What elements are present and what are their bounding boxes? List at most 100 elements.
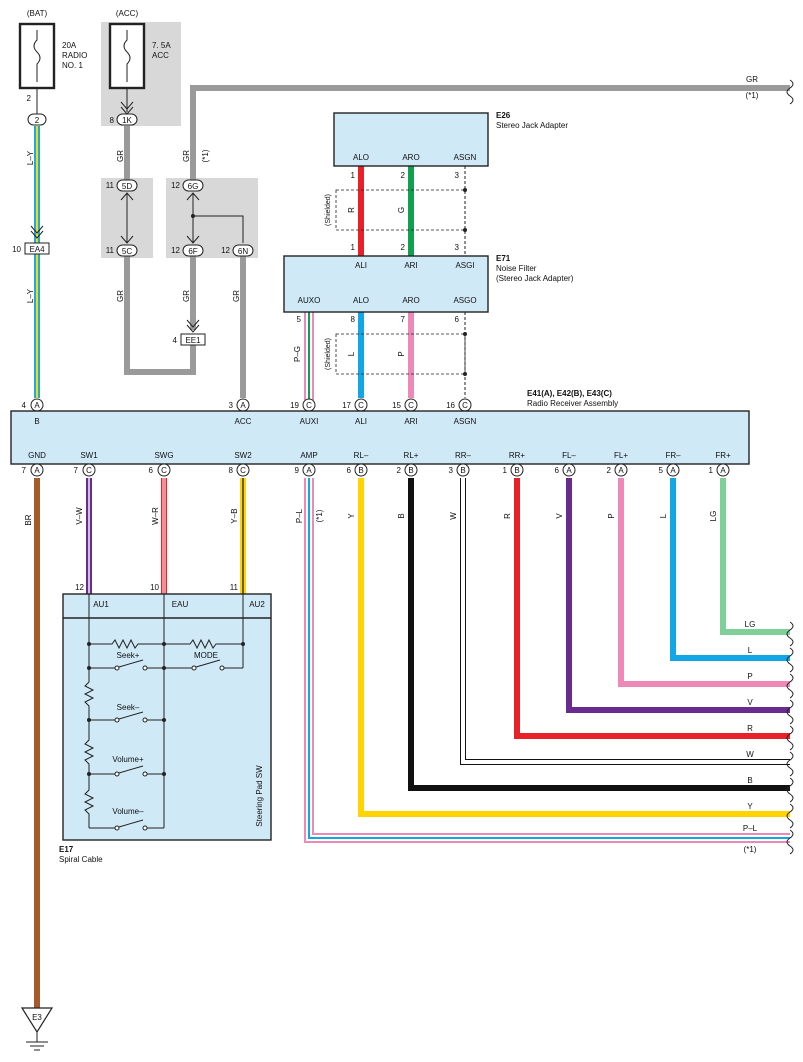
ground-triangle <box>20 1007 54 1034</box>
wire-label: P–L <box>295 508 304 523</box>
wire-label: LG <box>709 511 718 522</box>
acc-label: (ACC) <box>116 9 139 18</box>
wire-label: Y <box>347 513 356 519</box>
pin-name: AU1 <box>93 600 109 609</box>
svg-text:A: A <box>240 401 246 410</box>
wire-label: W–R <box>151 507 160 525</box>
pin-number: 3 <box>229 401 234 410</box>
arrow-down-icon <box>30 225 44 239</box>
wire-break-marks <box>786 79 794 855</box>
pin-number: 6 <box>555 466 560 475</box>
wire-label: L <box>347 351 356 356</box>
steering-pad-switch-circuit <box>83 594 244 831</box>
pin-number: 8 <box>229 466 234 475</box>
pin-number: 11 <box>230 583 239 592</box>
component-subname: (Stereo Jack Adapter) <box>496 274 574 283</box>
pin-name: ARO <box>402 153 419 162</box>
connector-ea4 <box>24 242 50 255</box>
pin-name: ALI <box>355 417 367 426</box>
fuse-acc-name: ACC <box>152 51 169 60</box>
pin-number: 10 <box>150 583 159 592</box>
wire-label: Y–B <box>230 508 239 523</box>
wire-pl <box>304 478 790 843</box>
pin-name: ARI <box>404 417 417 426</box>
pin-name: AU2 <box>249 600 265 609</box>
pin-number: 12 <box>221 246 230 255</box>
wire-w <box>460 478 790 765</box>
pin-name: RL– <box>354 451 369 460</box>
pin-name: FL– <box>562 451 576 460</box>
wire-label: V <box>747 698 753 707</box>
svg-text:C: C <box>462 401 468 410</box>
wire-label: GR <box>182 150 191 162</box>
pin-name: ASGN <box>454 417 477 426</box>
component-code: E41(A), E42(B), E43(C) <box>527 389 612 398</box>
component-code: E17 <box>59 845 74 854</box>
svg-text:B: B <box>408 466 413 475</box>
switch-volume-minus-label: Volume– <box>112 807 144 816</box>
pin-number: 4 <box>22 401 27 410</box>
wire-gr <box>124 85 790 398</box>
wire-label: GR <box>116 150 125 162</box>
component-code: E71 <box>496 254 511 263</box>
connector-6f <box>182 244 204 257</box>
wire-label: V <box>555 513 564 519</box>
connector-2 <box>27 113 47 126</box>
wire-label: L–Y <box>26 150 35 165</box>
pin-name: RR– <box>455 451 472 460</box>
shield-box <box>335 333 466 375</box>
pin-number: 4 <box>173 336 178 345</box>
connector-label: 6N <box>238 247 248 256</box>
wire-label: G <box>397 207 406 213</box>
e17-spiral-cable <box>62 593 272 841</box>
wire-label: GR <box>746 75 758 84</box>
pin-name: FL+ <box>614 451 628 460</box>
wire-r-rrp <box>514 478 790 739</box>
svg-text:A: A <box>34 401 40 410</box>
wire-b <box>408 478 790 791</box>
svg-text:C: C <box>408 401 414 410</box>
svg-text:C: C <box>306 401 312 410</box>
pin-number: 16 <box>446 401 455 410</box>
pin-number: 2 <box>397 466 402 475</box>
e71-noise-filter <box>283 255 489 313</box>
component-name: Stereo Jack Adapter <box>496 121 568 130</box>
pin-name: B <box>34 417 39 426</box>
wire-p-flp <box>618 478 790 687</box>
svg-text:A: A <box>720 466 726 475</box>
pin-name: ARO <box>402 296 419 305</box>
wire-label: P–L <box>743 824 758 833</box>
svg-text:A: A <box>670 466 676 475</box>
wire-label: GR <box>116 290 125 302</box>
component-name: Radio Receiver Assembly <box>527 399 618 408</box>
connector-5c <box>116 244 138 257</box>
pin-number: 2 <box>401 171 406 180</box>
pin-number: 1 <box>709 466 714 475</box>
pin-name: SW2 <box>234 451 252 460</box>
pin-number: 12 <box>75 583 84 592</box>
fuse-radio-name: RADIO <box>62 51 87 60</box>
wire-l-frm <box>670 478 790 661</box>
pin-number: 1 <box>351 243 356 252</box>
shielded-label: (Shielded) <box>325 194 332 226</box>
wire-label: R <box>747 724 753 733</box>
wire-label: R <box>503 513 512 519</box>
radio-bottom-connectors: A C C C A B B B B A A A A <box>30 463 730 477</box>
switch-mode-label: MODE <box>194 651 218 660</box>
fuse-radio-num: NO. 1 <box>62 61 83 70</box>
pin-name: ALI <box>355 261 367 270</box>
pin-name: SW1 <box>80 451 98 460</box>
switch-seek-minus-label: Seek– <box>117 703 140 712</box>
pin-number: 11 <box>106 181 115 190</box>
pin-name: SWG <box>154 451 173 460</box>
connector-label: 2 <box>35 116 40 125</box>
svg-text:A: A <box>566 466 572 475</box>
wire-label: R <box>347 207 356 213</box>
wire-note: (*1) <box>201 149 210 162</box>
pin-name: ALO <box>353 296 369 305</box>
pin-name: FR– <box>665 451 681 460</box>
connector-label: 6F <box>188 247 197 256</box>
pin-number: 6 <box>149 466 154 475</box>
pin-number: 5 <box>659 466 664 475</box>
